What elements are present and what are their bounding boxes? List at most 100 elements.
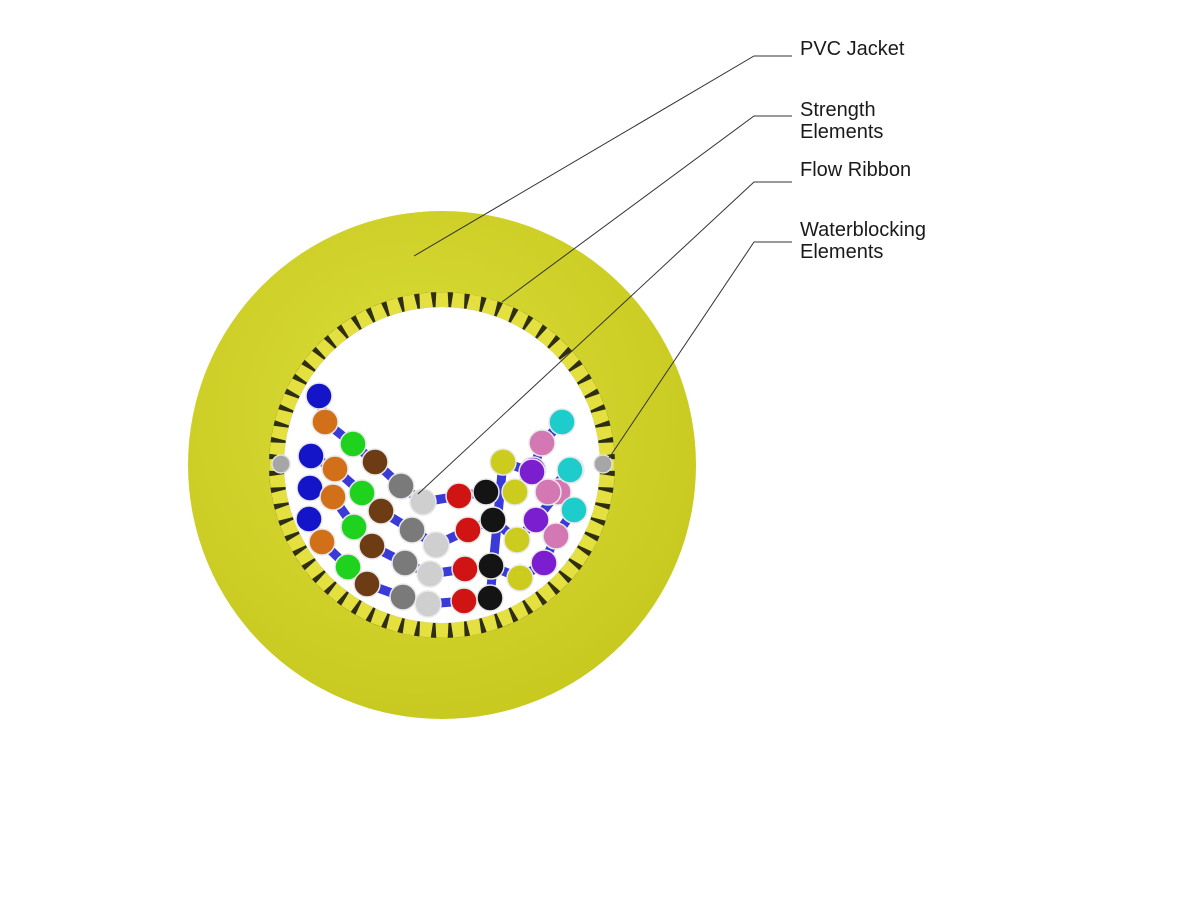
fiber-brown [353,570,381,598]
strength-element [591,409,610,426]
strength-element [524,318,543,338]
label-pvc-jacket: PVC Jacket [800,38,905,60]
label-waterblocking-elements: Waterblocking Elements [800,219,932,263]
strength-element [569,547,589,566]
strength-element [315,338,335,358]
fiber-aqua [556,456,584,484]
strength-element [578,533,598,552]
fiber-brown [361,448,389,476]
fiber-orange [319,483,347,511]
strength-element [595,489,613,505]
fiber-violet [522,506,550,534]
fiber-blue [305,382,333,410]
strength-element [591,504,610,521]
fiber-black [479,506,507,534]
strength-element [435,622,449,638]
strength-element [280,393,299,411]
flow-ribbon-bundle [295,382,588,618]
fiber-slate [398,516,426,544]
strength-element [341,318,360,338]
strength-element [578,378,598,397]
strength-element [510,601,529,621]
strength-element [466,618,482,636]
strength-element [559,560,580,580]
fiber-aqua [560,496,588,524]
waterblocking-element-right [593,454,613,474]
strength-element [466,294,482,312]
fiber-yellow [501,478,529,506]
strength-element [537,327,557,348]
fiber-red [451,555,479,583]
strength-element [355,309,374,329]
fiber-rose [528,429,556,457]
strength-element [435,292,449,308]
fiber-green [340,513,368,541]
strength-element [496,303,514,322]
strength-element [585,393,604,411]
strength-element [327,582,347,603]
strength-element [496,608,514,627]
strength-element [598,474,615,488]
strength-element [271,489,289,505]
fiber-rose [534,478,562,506]
fiber-black [472,478,500,506]
strength-element [595,425,613,441]
strength-element [315,572,335,592]
fiber-white [414,590,442,618]
fiber-red [450,587,478,615]
strength-element [274,504,293,521]
fiber-green [334,553,362,581]
fiber-orange [321,455,349,483]
strength-element [419,292,433,309]
fiber-white [409,488,437,516]
label-flow-ribbon: Flow Ribbon [800,159,911,181]
strength-element [286,378,306,397]
callout-leaders [413,55,792,495]
strength-element [274,409,293,426]
fiber-yellow [503,526,531,554]
fiber-red [454,516,482,544]
fiber-slate [387,472,415,500]
fiber-aqua [548,408,576,436]
fiber-white [422,531,450,559]
strength-element [559,350,580,370]
strength-element [585,519,604,537]
strength-element [304,560,325,580]
fiber-slate [389,583,417,611]
fiber-blue [297,442,325,470]
fiber-yellow [489,448,517,476]
fiber-yellow [506,564,534,592]
fiber-violet [530,549,558,577]
leader-pvc-jacket [413,55,792,257]
strength-element [598,442,615,456]
fiber-brown [358,532,386,560]
strength-element [402,294,418,312]
callout-labels: PVC Jacket Strength Elements Flow Ribbon… [800,38,932,263]
fiber-brown [367,497,395,525]
strength-element [370,303,388,322]
fiber-rose [542,522,570,550]
strength-element [295,364,315,383]
strength-element [549,572,569,592]
strength-element [419,621,433,638]
strength-element [402,618,418,636]
leader-flow-ribbon [417,181,792,495]
strength-element [271,425,289,441]
strength-element [327,327,347,348]
strength-element [481,614,498,633]
fiber-black [477,552,505,580]
fiber-slate [391,549,419,577]
strength-element [386,297,403,316]
fiber-white [416,560,444,588]
fiber-red [445,482,473,510]
strength-element [451,621,465,638]
fiber-black [476,584,504,612]
waterblocking-element-left [271,454,291,474]
strength-element [510,309,529,329]
fiber-blue [295,505,323,533]
fiber-orange [311,408,339,436]
strength-element [269,474,286,488]
strength-element [370,608,388,627]
fiber-green [348,479,376,507]
